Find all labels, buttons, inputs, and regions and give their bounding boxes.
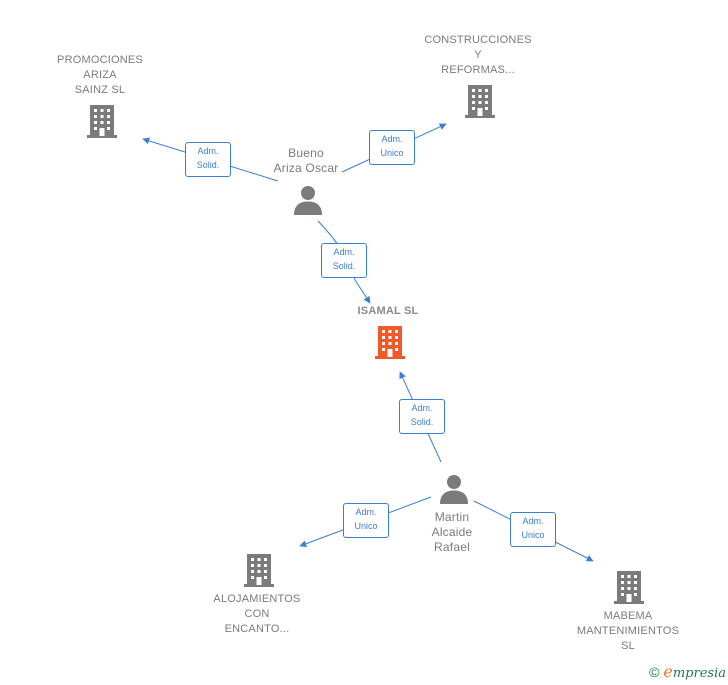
role-label-martin-isamal[interactable]: Adm. Solid. — [399, 399, 445, 434]
role-label-bueno-construcciones[interactable]: Adm. Unico — [369, 130, 415, 165]
building-icon[interactable] — [613, 569, 645, 605]
building-icon[interactable] — [243, 552, 275, 588]
node-label-isamal: ISAMAL SL — [357, 305, 419, 317]
node-label-martin: Martin Alcaide Rafael — [431, 510, 473, 554]
person-icon[interactable] — [438, 473, 470, 505]
role-label-martin-alojamientos[interactable]: Adm. Unico — [343, 503, 389, 538]
node-label-alojamientos: ALOJAMIENTOS CON ENCANTO... — [213, 593, 301, 635]
role-label-bueno-isamal[interactable]: Adm. Solid. — [321, 243, 367, 278]
node-label-construcciones: CONSTRUCCIONES Y REFORMAS... — [424, 34, 532, 76]
building-icon[interactable] — [86, 103, 118, 139]
building-icon[interactable] — [464, 83, 496, 119]
copyright-icon: © — [649, 664, 660, 680]
brand-footer: ©empresia — [649, 662, 726, 681]
node-label-bueno: Bueno Ariza Oscar — [273, 146, 339, 175]
person-icon[interactable] — [292, 184, 324, 216]
brand-logo[interactable]: empresia — [663, 662, 726, 681]
node-label-mabema: MABEMA MANTENIMIENTOS SL — [576, 610, 680, 652]
role-label-martin-mabema[interactable]: Adm. Unico — [510, 512, 556, 547]
building-icon[interactable] — [374, 324, 406, 360]
node-label-promociones: PROMOCIONES ARIZA SAINZ SL — [57, 54, 143, 96]
role-label-bueno-promociones[interactable]: Adm. Solid. — [185, 142, 231, 177]
